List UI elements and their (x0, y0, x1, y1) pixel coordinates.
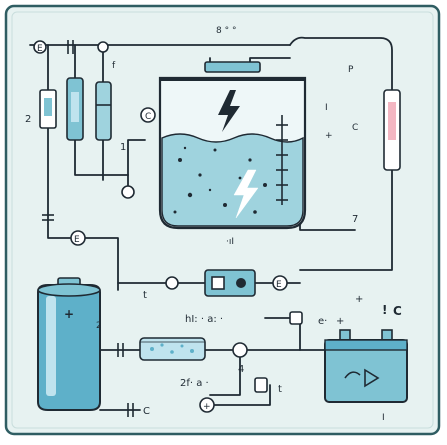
right-sensor (383, 89, 401, 171)
probe-left-small (39, 89, 57, 129)
probe-3-ring: C (140, 107, 156, 123)
wire-probe-3 (127, 139, 146, 176)
label-right-battery-c: C (393, 304, 402, 318)
bubbles (173, 146, 267, 214)
label-left-1: 1 (120, 142, 126, 153)
terminal-bottom-label: + (203, 402, 211, 412)
label-middle-formula: hI: · a: · (185, 314, 223, 325)
label-top-mid: f (112, 61, 116, 71)
label-node-plus: + (336, 316, 344, 327)
terminal-mid-left (165, 276, 179, 290)
label-left-t: t (143, 290, 147, 301)
label-right-7: 7 (352, 214, 358, 225)
label-right-i: I (325, 103, 328, 113)
electrolysis-tank (158, 61, 307, 230)
label-left-2: 2 (25, 114, 31, 125)
label-right-plus: + (325, 131, 333, 141)
wire-probe-1-down (74, 139, 129, 176)
lightning-bolt-icon (233, 169, 259, 219)
probe-1 (66, 77, 84, 141)
tank-lid (204, 61, 261, 73)
capacitor-lower (117, 343, 124, 357)
battery-cylinder: + (37, 277, 101, 411)
label-lower-formula: 2f· a · (180, 378, 209, 389)
label-tank-base: ·ıI (226, 237, 234, 247)
label-battery-bottom: I (382, 413, 385, 423)
terminal-left-e-label: E (74, 235, 80, 245)
terminal-left-e: E (70, 230, 86, 246)
wire-top-right (289, 36, 393, 91)
label-right-top: P (348, 65, 354, 75)
tube-component (139, 337, 206, 361)
top-terminal-left: E (33, 40, 47, 54)
switch-module (204, 269, 256, 297)
label-bottom-c: C (143, 406, 150, 417)
lightning-bolt-icon (218, 90, 240, 132)
label-mid-2: 2 (96, 321, 102, 331)
label-node-e: e· (318, 316, 327, 327)
ring-label: C (145, 112, 151, 122)
charge-arrow-icon (344, 368, 380, 388)
label-top-dots: 8 ° ° (216, 26, 236, 36)
label-lower-digit: 4 (238, 364, 244, 375)
top-terminal-mid (97, 41, 109, 53)
capacitor-left (42, 214, 54, 221)
tank-electrolyte (161, 133, 304, 227)
panel-inner-frame (11, 11, 434, 429)
wire-bottom-2 (209, 384, 271, 406)
label-right-c: C (352, 123, 358, 133)
terminal-probe-bottom (121, 185, 135, 199)
car-battery (324, 329, 408, 403)
terminal-mid-right-label: E (276, 280, 282, 290)
probe-2 (95, 81, 112, 141)
label-right-battery-i: ! (382, 303, 387, 317)
small-switch-bottom (254, 377, 268, 393)
battery-plus: + (64, 307, 74, 321)
wire-lower-down (209, 349, 241, 396)
wire-right-vertical (299, 169, 393, 271)
terminal-bottom: + (199, 397, 215, 413)
terminal-mid-right: E (272, 275, 288, 291)
tank-scale (276, 115, 288, 205)
terminal-label: E (37, 44, 43, 54)
small-box-connector (289, 311, 303, 325)
label-plus-mid: + (355, 294, 363, 305)
top-capacitor (67, 40, 74, 54)
terminal-lower-mid (232, 342, 248, 358)
label-small-t: t (278, 384, 282, 395)
capacitor-bottom (127, 403, 134, 417)
